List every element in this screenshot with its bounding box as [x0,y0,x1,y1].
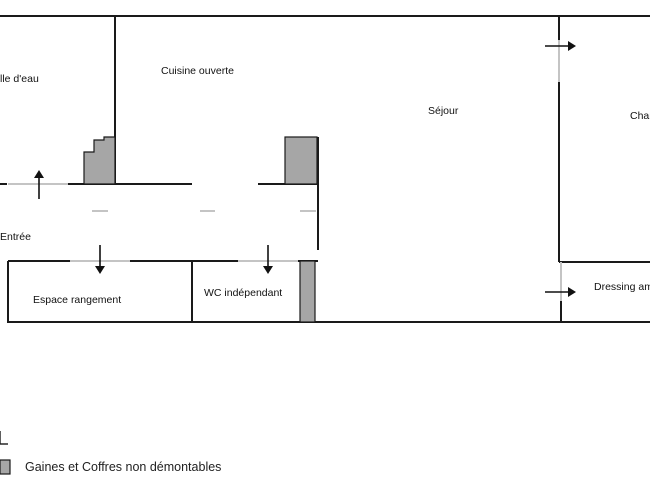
room-label-salle-eau: lle d'eau [0,73,39,85]
room-label-entree: Entrée [0,231,31,243]
outer-walls [0,15,650,323]
gaine-stepped [83,136,116,185]
gaine-cuisine [284,136,318,185]
door-openings [8,40,562,301]
arrow-right-icon [545,287,576,297]
legend-gaine-swatch [0,459,11,475]
room-label-chambre: Cham [630,110,650,122]
room-label-sejour: Séjour [428,105,459,117]
room-labels: lle d'eau Cuisine ouverte Séjour Cham En… [0,65,650,306]
room-label-wc: WC indépendant [204,287,282,299]
room-label-dressing: Dressing ame [594,281,650,293]
legend-gaines-label: Gaines et Coffres non démontables [25,460,221,474]
room-label-cuisine: Cuisine ouverte [161,65,234,77]
arrow-up-icon [34,170,44,199]
door-arrows [34,41,576,297]
interior-walls [0,16,650,322]
arrow-down-icon [263,245,273,274]
arrow-right-icon [545,41,576,51]
room-label-rangement: Espace rangement [33,294,121,306]
gaines-coffres [83,136,318,323]
legend-line-icon [0,431,8,445]
legend: Gaines et Coffres non démontables [0,431,221,475]
gaine-wc [299,260,316,323]
arrow-down-icon [95,245,105,274]
